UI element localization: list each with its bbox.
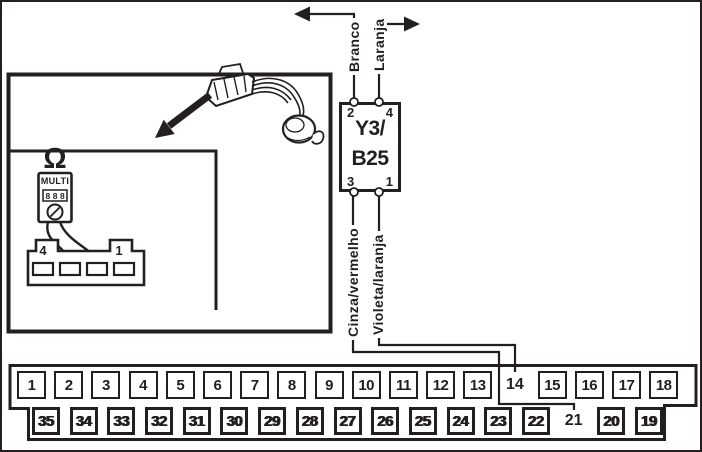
multimeter-display-value: 888	[45, 191, 68, 201]
connector-pin-20: 20	[597, 407, 626, 435]
component-pin-3: 3	[347, 174, 355, 189]
connector-pin-18: 18	[649, 371, 679, 399]
wire-label-violeta-laranja: Violeta/laranja	[370, 231, 386, 338]
multimeter-dial	[46, 203, 64, 221]
big-arrow	[155, 92, 213, 138]
connector-pin-6: 6	[202, 371, 232, 399]
connector-pin-1: 1	[17, 371, 46, 399]
connector-pin-30: 30	[220, 407, 249, 435]
component-pin-2: 2	[347, 105, 355, 120]
connector-pin-15: 15	[537, 371, 567, 399]
connector-pin-19: 19	[635, 407, 663, 435]
connector-pin-32: 32	[145, 407, 174, 435]
connector-pin-4: 4	[128, 371, 158, 399]
component-pin-4: 4	[385, 105, 393, 120]
arrow-left-icon	[294, 6, 310, 22]
connector-pin-10: 10	[351, 371, 381, 399]
sensor-eyelet	[311, 130, 325, 145]
test-connector-slot	[31, 261, 55, 277]
connector-pin-14: 14	[506, 376, 524, 393]
connector-pin-26: 26	[371, 407, 400, 435]
connector-pin-35: 35	[32, 407, 60, 435]
wire-branco	[294, 6, 356, 102]
harness-illustration	[204, 62, 325, 145]
ohm-symbol: Ω	[43, 143, 67, 175]
component-pin-1: 1	[385, 174, 393, 189]
arrow-right-icon	[404, 16, 420, 32]
test-connector-slot	[112, 261, 136, 277]
connector-pin-24: 24	[446, 407, 475, 435]
inset-inner-wall	[10, 149, 218, 310]
connector-pin-21: 21	[564, 412, 583, 429]
inset-panel	[6, 72, 333, 334]
test-connector-slot	[85, 261, 109, 277]
connector-pin-33: 33	[107, 407, 136, 435]
test-connector-pin-1-label: 1	[115, 243, 123, 258]
probe-wire-right	[58, 221, 99, 264]
connector-pin-17: 17	[612, 371, 641, 399]
connector-pin-8: 8	[277, 371, 307, 399]
wire-label-branco: Branco	[346, 18, 362, 75]
connector-pin-29: 29	[258, 407, 287, 435]
component-box: 2 4 3 1 Y3/ B25	[339, 102, 401, 192]
connector-pin-3: 3	[91, 371, 121, 399]
connector-pin-9: 9	[314, 371, 344, 399]
component-label-line2: B25	[351, 147, 389, 170]
connector-pin-13: 13	[463, 371, 493, 399]
connector-pin-16: 16	[574, 371, 604, 399]
connector-pin-12: 12	[426, 371, 456, 399]
connector-pin-7: 7	[240, 371, 270, 399]
component-label-line1: Y3/	[354, 117, 386, 140]
connector-pin-23: 23	[484, 407, 513, 435]
connector-pin-34: 34	[69, 407, 98, 435]
multimeter-label: MULTI	[40, 176, 70, 186]
connector-pin-28: 28	[295, 407, 324, 435]
wire-label-laranja: Laranja	[371, 15, 387, 74]
connector-pin-2: 2	[54, 371, 84, 399]
test-connector-pin-4-label: 4	[39, 243, 47, 258]
connector-pin-31: 31	[182, 407, 211, 435]
wire-label-cinza-vermelho: Cinza/vermelho	[345, 224, 361, 340]
connector-pin-27: 27	[333, 407, 362, 435]
connector-pin-5: 5	[165, 371, 195, 399]
connector-pin-25: 25	[408, 407, 437, 435]
sensor-illustration	[281, 114, 317, 144]
wire-violeta-laranja-to-pin14	[377, 192, 517, 372]
connector-pin-22: 22	[521, 407, 550, 435]
test-connector-slot	[58, 261, 82, 277]
connector-bottom-row: 35 34 33 32 31 30 29 28 27 26 25 24 23 22 21 20 19	[32, 407, 673, 435]
connector-pin-11: 11	[388, 371, 418, 399]
